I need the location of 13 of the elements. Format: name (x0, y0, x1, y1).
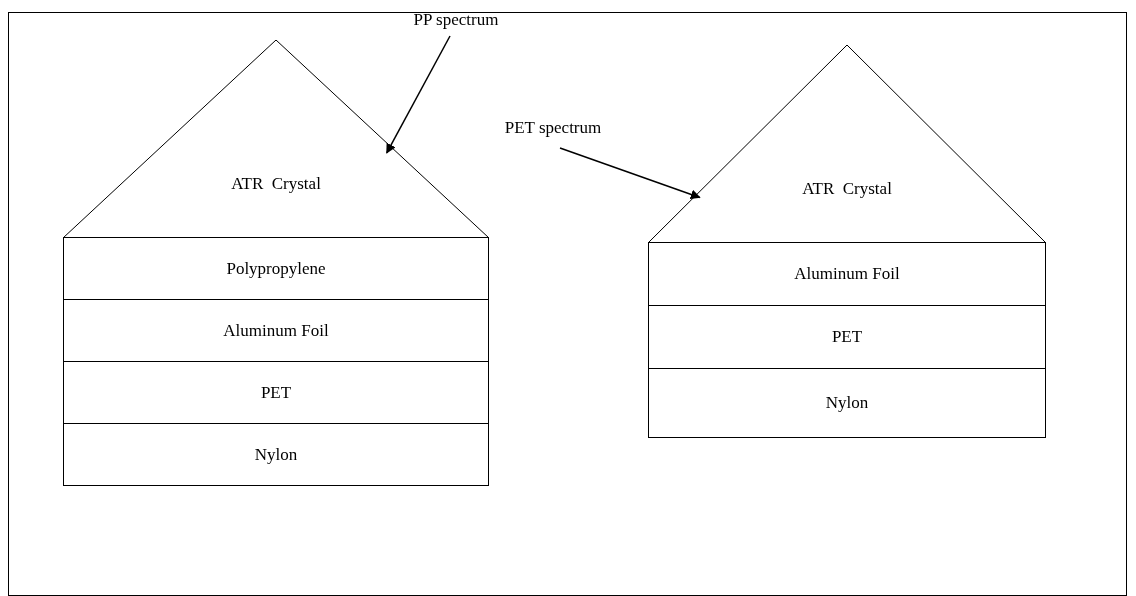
layer-box: Nylon (648, 368, 1046, 438)
layer-box: Aluminum Foil (648, 242, 1046, 306)
arrow (559, 147, 701, 200)
layer-box: Aluminum Foil (63, 299, 489, 362)
crystal-label: ATR Crystal (231, 174, 321, 194)
layer-box: PET (63, 361, 489, 424)
callout-label: PET spectrum (504, 118, 602, 138)
arrow (386, 35, 451, 154)
layer-box: Polypropylene (63, 237, 489, 300)
layer-box: PET (648, 305, 1046, 369)
callout-label: PP spectrum (413, 10, 499, 30)
layer-box: Nylon (63, 423, 489, 486)
crystal-label: ATR Crystal (802, 179, 892, 199)
